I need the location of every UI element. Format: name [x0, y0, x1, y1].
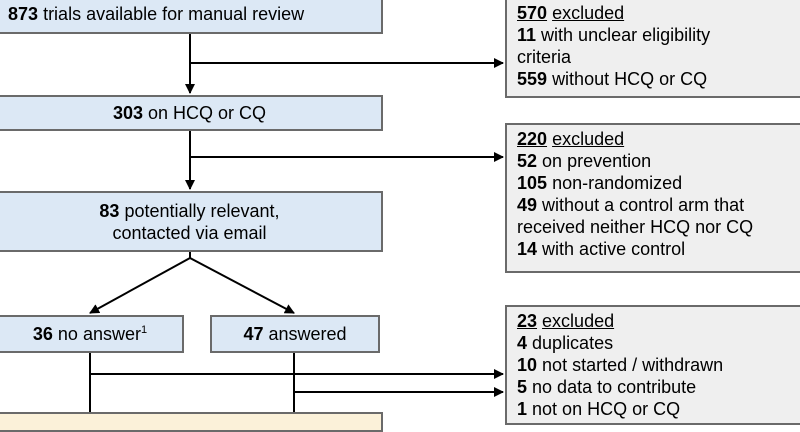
stage2-label: 303 on HCQ or CQ [112, 103, 267, 123]
exclusion1-item: 559 without HCQ or CQ [517, 69, 708, 89]
stage1-label: 873 trials available for manual review [8, 4, 305, 24]
exclusion3-item: 5 no data to contribute [517, 377, 697, 397]
exclusion1-item: 11 with unclear eligibility [517, 25, 711, 45]
stage3-line1: 83 potentially relevant, [99, 200, 280, 221]
flow-connectors [89, 34, 504, 419]
exclusion2-item: 52 on prevention [517, 151, 652, 171]
arrow-to-no-answer [89, 257, 191, 314]
exclusion2-item: 49 without a control arm that [517, 195, 745, 215]
exclusion2-item: received neither HCQ nor CQ [517, 217, 754, 237]
stage3-line2: contacted via email [112, 222, 267, 243]
final-box [0, 412, 383, 432]
exclusion3-box: 23 excluded 4 duplicates 10 not started … [505, 305, 800, 425]
exclusion2-box: 220 excluded 52 on prevention 105 non-ra… [505, 123, 800, 273]
no-answer-label: 36 no answer1 [32, 324, 148, 344]
no-answer-box: 36 no answer1 [0, 315, 184, 353]
exclusion3-header: 23 excluded [517, 311, 615, 331]
exclusion2-item: 105 non-randomized [517, 173, 683, 193]
exclusion3-item: 4 duplicates [517, 333, 614, 353]
arrow-to-answered [189, 257, 295, 314]
answered-label: 47 answered [243, 324, 347, 344]
exclusion1-box: 570 excluded 11 with unclear eligibility… [505, 0, 800, 98]
exclusion3-item: 1 not on HCQ or CQ [517, 399, 681, 419]
exclusion1-header: 570 excluded [517, 3, 625, 23]
stage3-box: 83 potentially relevant, contacted via e… [0, 191, 383, 252]
stage1-box: 873 trials available for manual review [0, 0, 383, 34]
exclusion2-header: 220 excluded [517, 129, 625, 149]
exclusion2-item: 14 with active control [517, 239, 686, 259]
stage2-box: 303 on HCQ or CQ [0, 95, 383, 131]
exclusion1-item: criteria [517, 47, 572, 67]
exclusion3-item: 10 not started / withdrawn [517, 355, 724, 375]
footnote-marker: 1 [140, 324, 148, 336]
answered-box: 47 answered [210, 315, 380, 353]
